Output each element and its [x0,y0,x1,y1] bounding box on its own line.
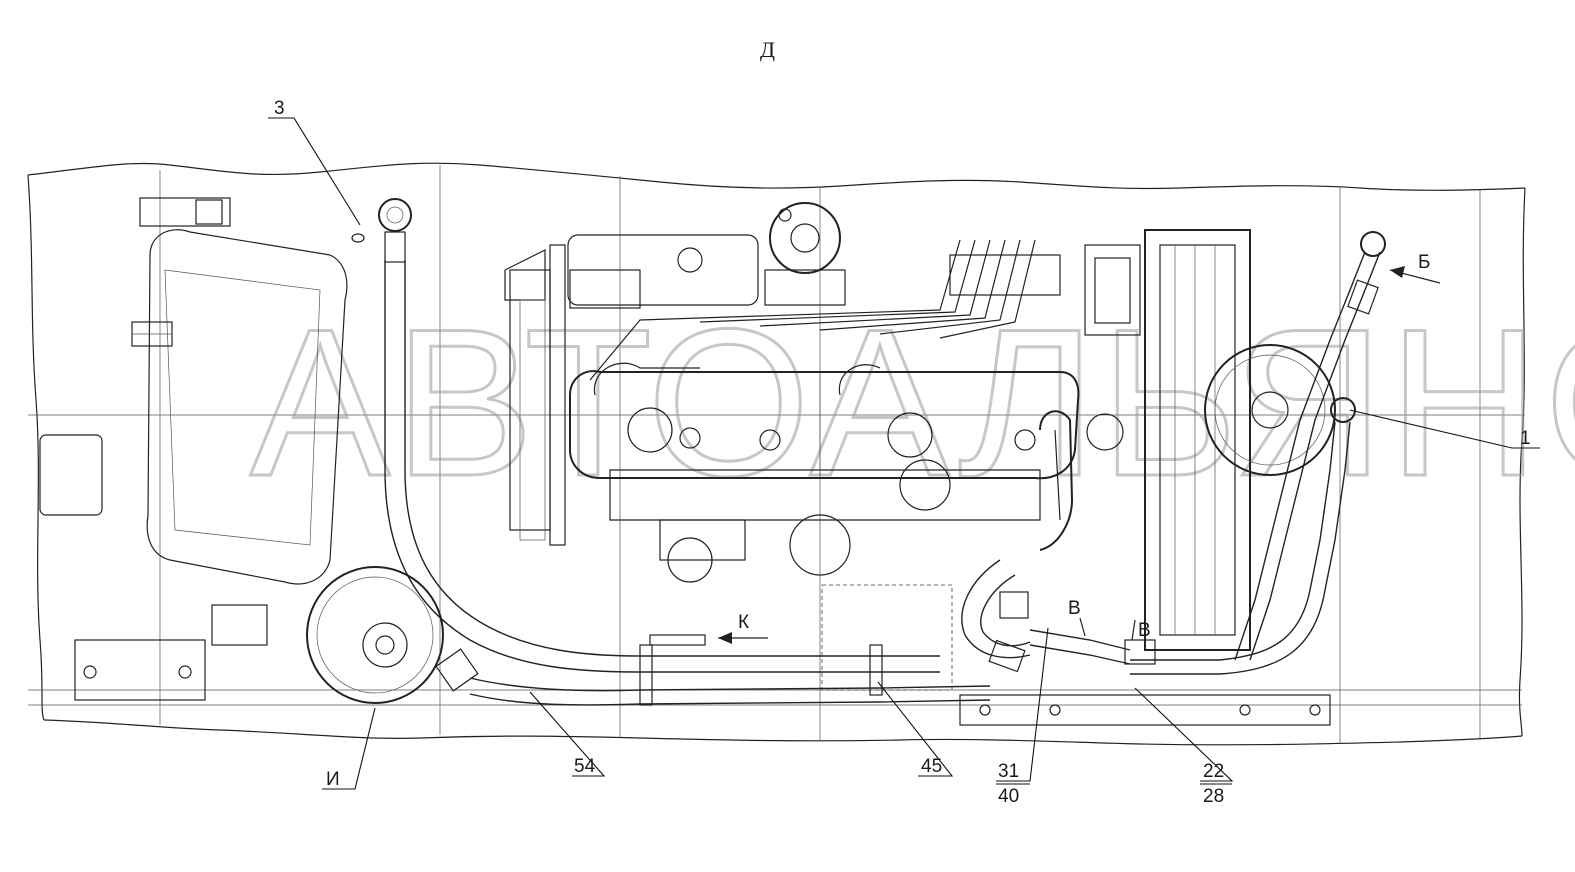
marker-v-left: В [1068,598,1081,619]
view-label: Д [760,37,775,62]
injection-pipes [589,239,1061,381]
frame-outline [27,162,1526,746]
radiator [1084,229,1251,651]
filler-fitting [139,197,412,263]
callout-28: 28 [1203,786,1224,807]
view-arrow-b [1389,266,1441,284]
marker-v-right: В [1138,620,1151,641]
callout-40: 40 [998,786,1019,807]
watermark: АВТОАЛЬЯНС [250,285,1575,520]
marker-k: К [738,612,749,633]
engine-block [569,362,1080,583]
vertical-hose [384,260,940,673]
lower-hose [435,634,991,706]
view-arrow-k [718,632,768,644]
callout-1: 1 [1520,428,1531,449]
pump-pulley [306,566,444,704]
flywheel-housing [504,244,566,546]
callout-45: 45 [921,756,942,777]
marker-i: И [326,769,340,790]
marker-b: Б [1418,252,1430,273]
radiator-inlet-pipe [1130,231,1386,675]
battery-outline [821,584,953,691]
callout-31: 31 [998,761,1019,782]
center-hoses [959,559,1331,726]
left-tank [39,229,348,701]
fan [1204,344,1336,476]
callout-22: 22 [1203,761,1224,782]
view-arrow-v [1079,617,1136,641]
leader-lines [268,117,1540,790]
thermostat-outlet [1039,410,1124,551]
callout-54: 54 [574,756,596,777]
callout-3: 3 [274,98,285,119]
alternator [764,202,846,306]
starter-motor [567,234,759,309]
